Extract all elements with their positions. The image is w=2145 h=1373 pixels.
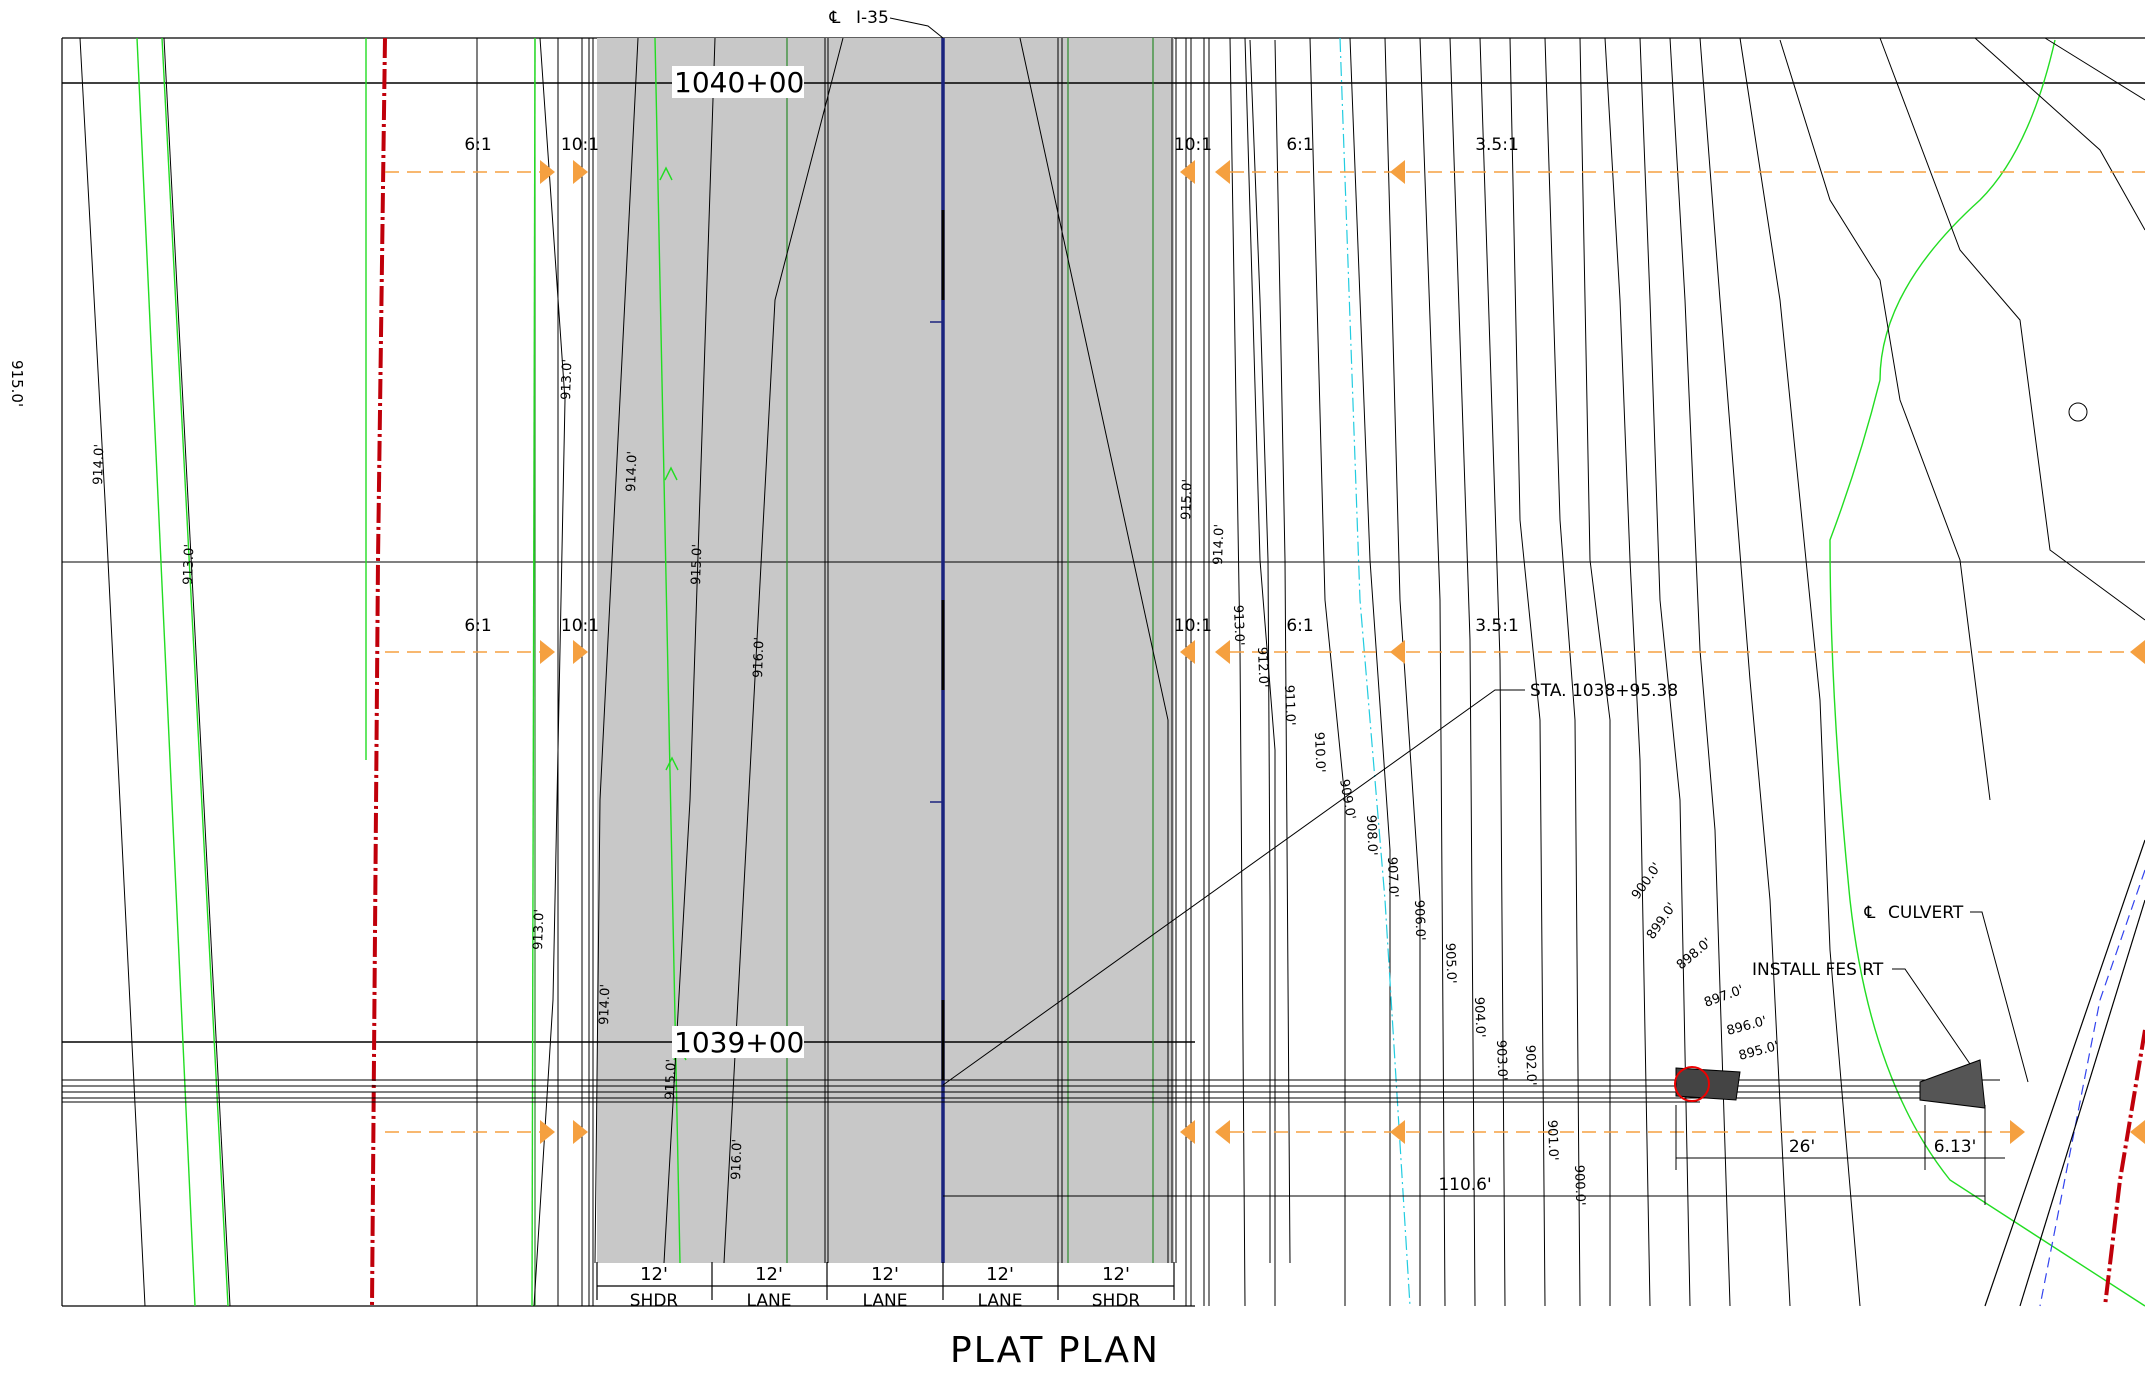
pavement-area: [597, 38, 1174, 1263]
contour-label: 903.0': [1493, 1040, 1509, 1081]
contour-lines-right: [1229, 37, 2145, 1307]
slope-markers: [540, 160, 2145, 1144]
contour-label: 915.0': [1179, 479, 1195, 520]
alignment-lines: [476, 38, 1210, 1306]
flared-end-section-upstream: [1674, 1066, 1741, 1102]
contour-label: 905.0': [1442, 943, 1458, 984]
station-label-1040: 1040+00: [674, 66, 804, 99]
fes-label: INSTALL FES RT: [1752, 960, 1884, 980]
section-width-4: 12': [986, 1264, 1014, 1285]
contour-label: 900.0': [1571, 1165, 1587, 1206]
contour-label: 914.0': [624, 451, 640, 492]
dimension-26: 26': [1789, 1137, 1815, 1157]
contour-label: 914.0': [91, 444, 107, 485]
dimension-6-13: 6.13': [1934, 1137, 1977, 1157]
culvert-label: CULVERT: [1888, 903, 1964, 923]
section-name-1: SHDR: [630, 1291, 679, 1311]
section-width-3: 12': [871, 1264, 899, 1285]
contour-label: 911.0': [1281, 685, 1297, 726]
contour-label: 914.0': [597, 984, 613, 1025]
contour-label: 916.0': [729, 1139, 745, 1180]
right-of-way-line: [370, 37, 387, 1307]
flared-end-section-downstream: [1919, 1059, 1986, 1109]
contour-label: 901.0': [1544, 1120, 1560, 1161]
slope-label-right-mid-2: 6:1: [1286, 616, 1313, 636]
contour-label: 913.0': [559, 359, 575, 400]
slope-lines: [385, 171, 2145, 1133]
contour-label: 908.0': [1363, 815, 1379, 856]
contour-label: 910.0': [1311, 732, 1327, 773]
slope-label-left-inner-2: 10:1: [561, 616, 599, 636]
culvert-leader: [1970, 911, 2029, 1083]
contour-label: 909.0': [1336, 778, 1358, 821]
contour-label: 895.0': [1737, 1039, 1780, 1064]
station-callout-leader: [942, 689, 1525, 1086]
culvert-flow-line: [2039, 869, 2145, 1307]
dimension-110-6: 110.6': [1438, 1175, 1491, 1195]
drawing-title: PLAT PLAN: [950, 1330, 1160, 1371]
section-name-5: SHDR: [1092, 1291, 1141, 1311]
contour-label: 900.0': [1629, 860, 1665, 902]
slope-label-right-inner-2: 10:1: [1174, 616, 1212, 636]
station-callout: STA. 1038+95.38: [1530, 681, 1678, 701]
contour-label: 899.0': [1644, 900, 1680, 942]
section-name-3: LANE: [863, 1291, 908, 1311]
centerline-ticks: [930, 321, 943, 803]
contour-label: 902.0': [1522, 1045, 1538, 1086]
contour-label: 906.0': [1411, 900, 1427, 941]
contour-label: 912.0': [1254, 647, 1270, 688]
side-elevation-label: 915.0': [8, 360, 26, 407]
boundary-lines: [1984, 839, 2145, 1307]
contour-label: 904.0': [1471, 997, 1487, 1038]
slope-label-right-mid-1: 6:1: [1286, 135, 1313, 155]
section-width-2: 12': [755, 1264, 783, 1285]
slope-label-left-outer-2: 6:1: [464, 616, 491, 636]
culvert-pipe: [62, 1079, 2000, 1103]
station-label-bg-1039: [672, 1026, 804, 1058]
centerline-symbol-icon: ℄: [829, 8, 841, 28]
contour-label: 907.0': [1384, 857, 1400, 898]
contour-label: 916.0': [751, 637, 767, 678]
contour-label: 913.0': [531, 909, 547, 950]
fes-leader: [1892, 968, 1971, 1065]
section-name-4: LANE: [978, 1291, 1023, 1311]
slope-label-left-inner-1: 10:1: [561, 135, 599, 155]
contour-label: 896.0': [1725, 1014, 1768, 1039]
station-label-bg-1040: [672, 66, 804, 98]
contour-label: 913.0': [181, 544, 197, 585]
contour-label: 898.0': [1674, 935, 1715, 973]
section-name-2: LANE: [747, 1291, 792, 1311]
dimension-lines: [943, 1105, 2005, 1205]
slope-label-right-inner-1: 10:1: [1174, 135, 1212, 155]
utility-line: [1339, 37, 1411, 1307]
contour-label: 897.0': [1702, 983, 1745, 1011]
contour-label: 913.0': [1230, 605, 1246, 646]
contour-label: 915.0': [663, 1059, 679, 1100]
right-of-way-line-right: [2103, 1029, 2145, 1307]
ditch-flowlines: [136, 37, 2145, 1307]
section-width-1: 12': [640, 1264, 668, 1285]
centerline-label: I-35: [856, 8, 889, 28]
contour-lines-left: [79, 37, 1291, 1307]
contour-label: 914.0': [1211, 524, 1227, 565]
slope-label-left-outer-1: 6:1: [464, 135, 491, 155]
section-width-5: 12': [1102, 1264, 1130, 1285]
centerline-leader: [889, 17, 944, 39]
section-dimension-strip: [596, 1262, 1175, 1300]
centerline-culvert-symbol-icon: ℄: [1864, 903, 1876, 923]
slope-label-right-outer-1: 3.5:1: [1475, 135, 1519, 155]
station-label-1039: 1039+00: [674, 1026, 804, 1059]
slope-label-right-outer-2: 3.5:1: [1475, 616, 1519, 636]
contour-label: 915.0': [689, 544, 705, 585]
